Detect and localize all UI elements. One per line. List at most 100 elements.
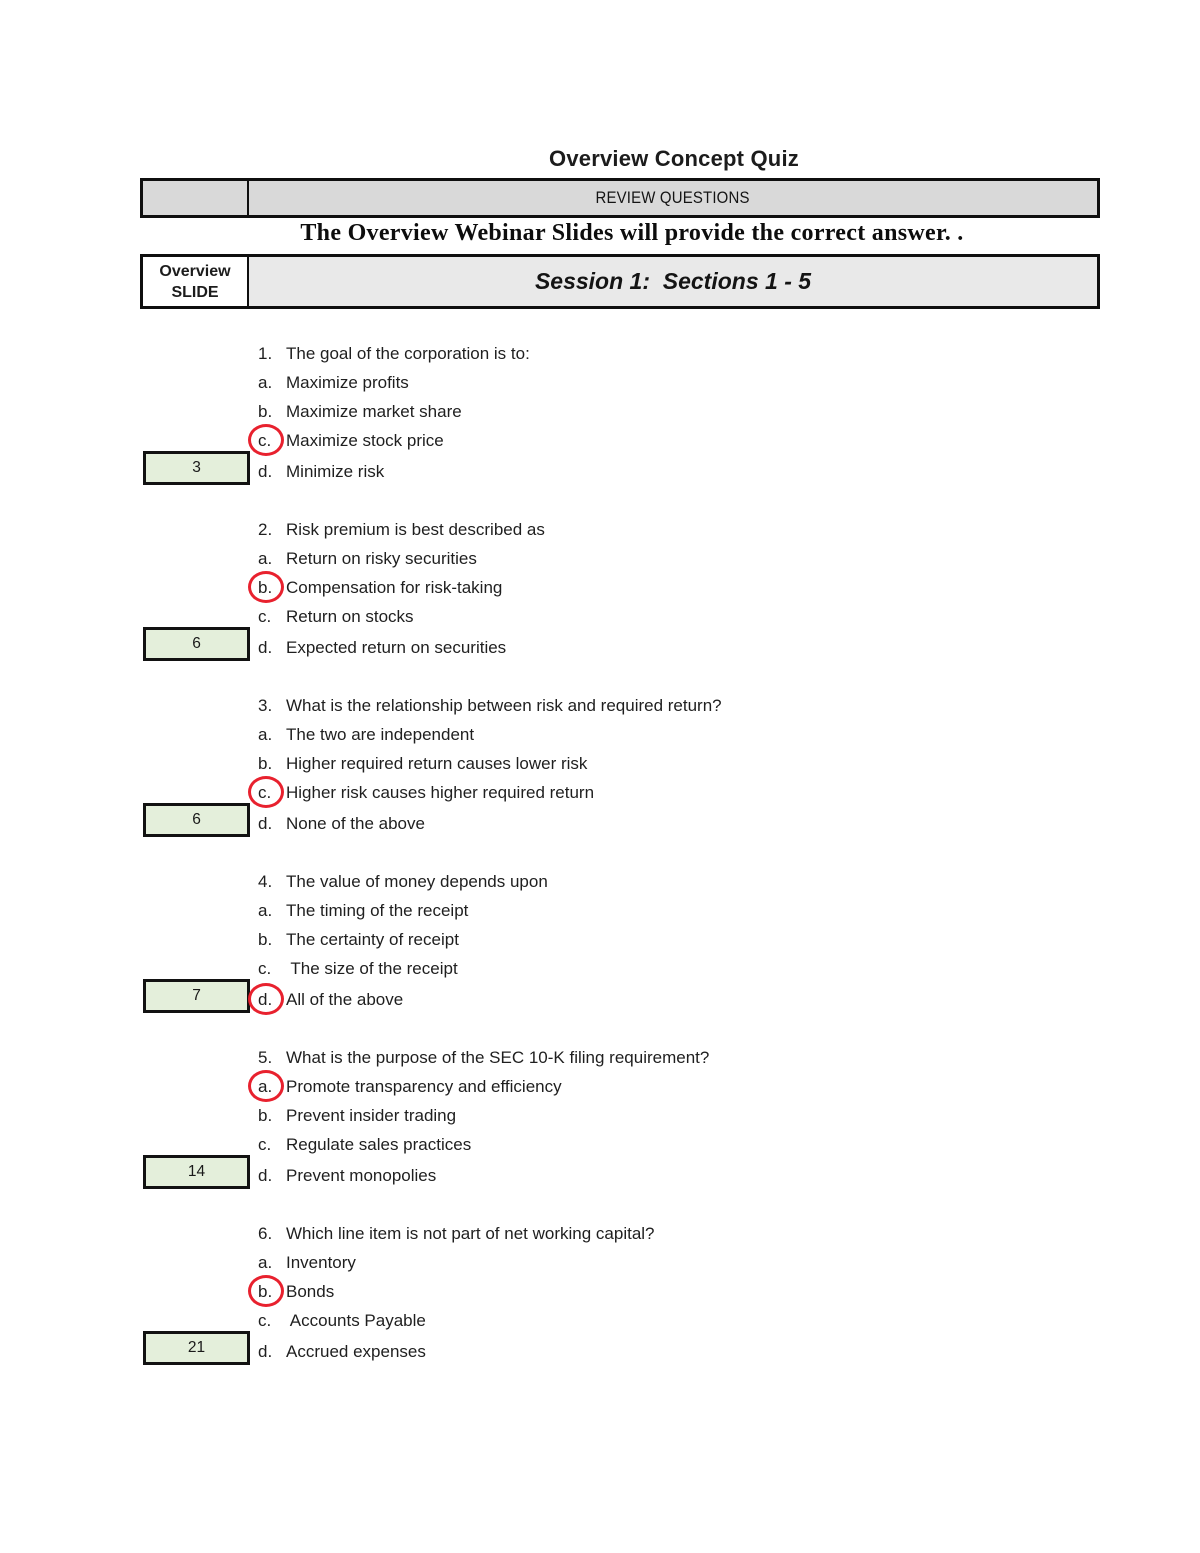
answer-circle-icon (248, 776, 284, 808)
question-line: 2. Risk premium is best described as (258, 515, 545, 544)
option-line: c. Regulate sales practices (258, 1130, 709, 1159)
option-text: Return on stocks (286, 606, 414, 626)
option-line: d. Expected return on securities (258, 633, 545, 662)
review-questions-banner: REVIEW QUESTIONS (140, 178, 1100, 218)
option-letter: a. (258, 548, 273, 568)
option-letter: c. (258, 606, 272, 626)
option-letter: d. (258, 1165, 273, 1185)
question-number: 2. (258, 519, 273, 539)
question-line: 5. What is the purpose of the SEC 10-K f… (258, 1043, 709, 1072)
option-letter: d. (258, 813, 273, 833)
question-content: 5. What is the purpose of the SEC 10-K f… (248, 1043, 709, 1190)
option-letter: d. (258, 1341, 273, 1361)
option-text: Return on risky securities (286, 548, 477, 568)
slide-column-line2: SLIDE (171, 283, 219, 301)
slide-number: 7 (192, 987, 201, 1004)
option-line: a. Maximize profits (258, 368, 530, 397)
slide-number-box: 6 (143, 627, 250, 661)
slide-number-box: 14 (143, 1155, 250, 1189)
option-text: The size of the receipt (286, 958, 458, 978)
slide-number-box: 7 (143, 979, 250, 1013)
option-line: a. The timing of the receipt (258, 896, 548, 925)
option-line: c. Accounts Payable (258, 1306, 655, 1335)
option-text: Accounts Payable (286, 1310, 426, 1330)
option-text: Maximize profits (286, 372, 409, 392)
option-letter: d. (258, 637, 273, 657)
option-text: Maximize market share (286, 401, 462, 421)
option-letter: c. (258, 1134, 272, 1154)
question-number: 6. (258, 1223, 273, 1243)
slide-number-box: 6 (143, 803, 250, 837)
question-content: 6. Which line item is not part of net wo… (248, 1219, 655, 1366)
option-line: d. All of the above (248, 983, 548, 1015)
option-text: None of the above (286, 813, 425, 833)
slide-number: 6 (192, 635, 201, 652)
option-letter: a. (258, 1252, 273, 1272)
answer-circle-icon (248, 1275, 284, 1307)
question-number: 3. (258, 695, 273, 715)
option-text: Accrued expenses (286, 1341, 426, 1361)
slide-number: 21 (187, 1339, 206, 1356)
option-letter: a. (258, 724, 273, 744)
option-line: b. Maximize market share (258, 397, 530, 426)
question-line: 1. The goal of the corporation is to: (258, 339, 530, 368)
option-letter: b. (258, 929, 273, 949)
option-text: Bonds (286, 1281, 335, 1301)
option-letter: c. (258, 958, 272, 978)
question-number: 4. (258, 871, 273, 891)
answer-circle-icon (248, 983, 284, 1015)
slide-column-line1: Overview (159, 262, 231, 280)
option-text: All of the above (286, 989, 404, 1009)
option-letter: a. (258, 900, 273, 920)
slide-number: 6 (192, 811, 201, 828)
review-questions-label: REVIEW QUESTIONS (595, 188, 751, 207)
option-line: a. Return on risky securities (258, 544, 545, 573)
question-line: 4. The value of money depends upon (258, 867, 548, 896)
option-letter: b. (258, 401, 273, 421)
option-letter: d. (258, 461, 273, 481)
option-text: The two are independent (286, 724, 475, 744)
question-text: The goal of the corporation is to: (286, 343, 530, 363)
option-text: Prevent insider trading (286, 1105, 457, 1125)
session-cell: Session 1: Sections 1 - 5 (249, 257, 1097, 306)
option-text: Minimize risk (286, 461, 385, 481)
option-line: c. Higher risk causes higher required re… (248, 776, 722, 808)
option-text: Higher risk causes higher required retur… (286, 782, 595, 802)
session-banner: Overview SLIDE Session 1: Sections 1 - 5 (140, 254, 1100, 309)
option-text: Promote transparency and efficiency (286, 1076, 562, 1096)
page-title: Overview Concept Quiz (549, 146, 799, 171)
question-content: 2. Risk premium is best described as a. … (248, 515, 545, 662)
slide-number-box: 3 (143, 451, 250, 485)
option-line: c. Return on stocks (258, 602, 545, 631)
question-block-1: 3 1. The goal of the corporation is to: … (140, 339, 1150, 515)
option-line: d. Minimize risk (258, 457, 530, 486)
question-text: Risk premium is best described as (286, 519, 545, 539)
question-block-3: 6 3. What is the relationship between ri… (140, 691, 1150, 867)
question-number: 5. (258, 1047, 273, 1067)
option-line: b. Bonds (248, 1275, 655, 1307)
option-text: Inventory (286, 1252, 356, 1272)
subtitle: The Overview Webinar Slides will provide… (300, 220, 964, 246)
option-text: Compensation for risk-taking (286, 577, 503, 597)
option-line: b. Compensation for risk-taking (248, 571, 545, 603)
option-line: d. Prevent monopolies (258, 1161, 709, 1190)
option-text: Regulate sales practices (286, 1134, 472, 1154)
option-text: Higher required return causes lower risk (286, 753, 588, 773)
question-line: 6. Which line item is not part of net wo… (258, 1219, 655, 1248)
question-line: 3. What is the relationship between risk… (258, 691, 722, 720)
option-line: c. The size of the receipt (258, 954, 548, 983)
answer-circle-icon (248, 571, 284, 603)
option-text: Expected return on securities (286, 637, 507, 657)
option-line: a. Inventory (258, 1248, 655, 1277)
option-letter: a. (258, 372, 273, 392)
session-label: Session 1: Sections 1 - 5 (534, 268, 812, 294)
question-text: What is the relationship between risk an… (286, 695, 722, 715)
answer-circle-icon (248, 1070, 284, 1102)
option-line: a. The two are independent (258, 720, 722, 749)
option-line: d. Accrued expenses (258, 1337, 655, 1366)
option-line: a. Promote transparency and efficiency (248, 1070, 709, 1102)
banner-empty-cell (143, 181, 249, 215)
option-line: b. The certainty of receipt (258, 925, 548, 954)
banner-label-cell: REVIEW QUESTIONS (249, 181, 1097, 215)
question-block-5: 14 5. What is the purpose of the SEC 10-… (140, 1043, 1150, 1219)
